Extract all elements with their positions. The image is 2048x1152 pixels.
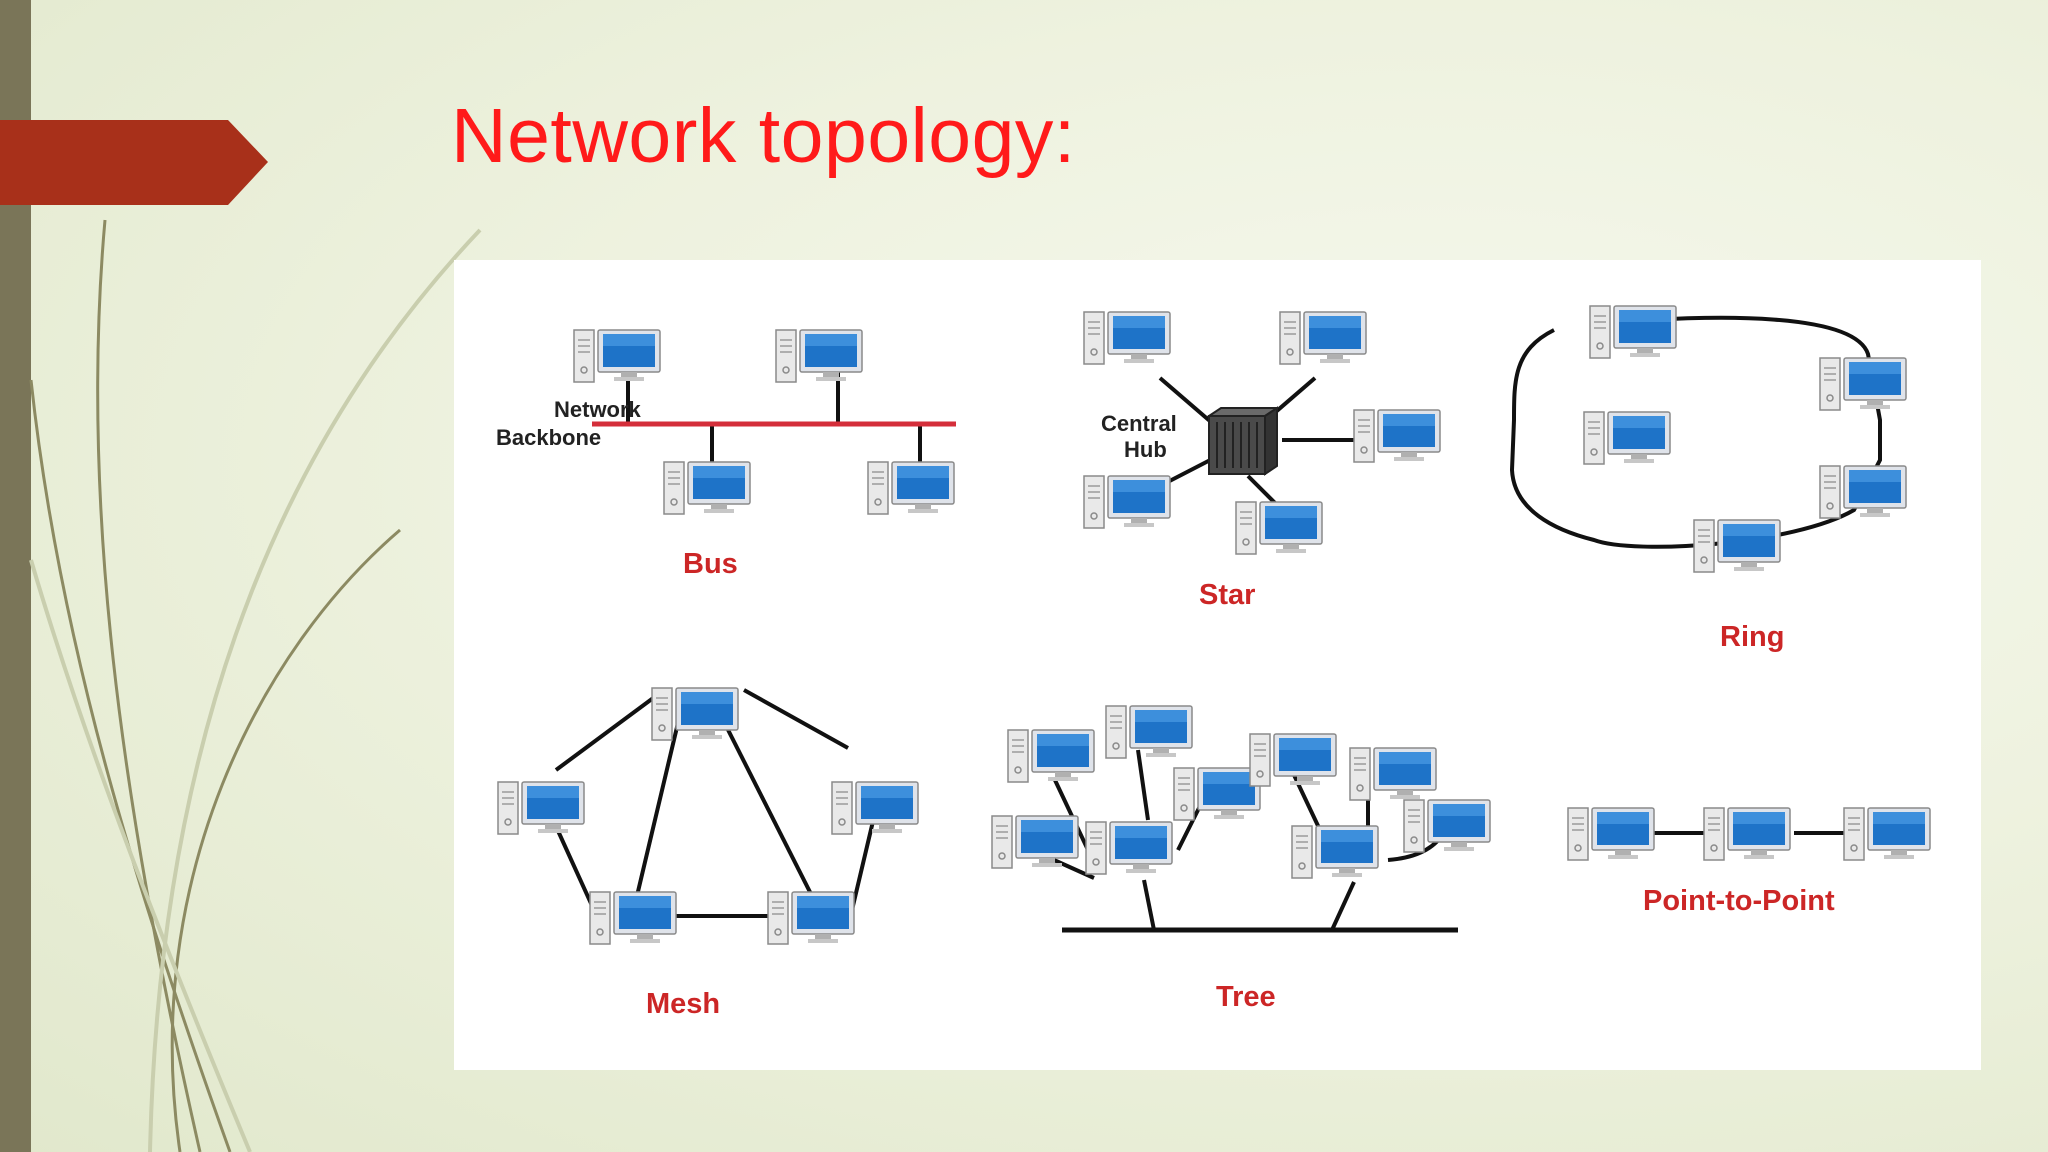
computer-icon (1279, 311, 1367, 365)
computer-icon (1693, 519, 1781, 573)
bus-backbone-label-line2: Backbone (496, 425, 601, 450)
topology-diagram-svg: Network Backbone Bus Centra (496, 305, 1931, 1020)
computer-icon (1703, 807, 1791, 861)
tree-label: Tree (1216, 981, 1276, 1013)
point-to-point-topology: Point-to-Point (1567, 807, 1931, 917)
mesh-topology: Mesh (497, 687, 919, 1020)
computer-icon (1583, 411, 1671, 465)
computer-icon (767, 891, 855, 945)
star-hub-label-line2: Hub (1124, 437, 1167, 462)
computer-icon (1235, 501, 1323, 555)
computer-icon (651, 687, 739, 741)
computer-icon (1105, 705, 1193, 759)
computer-icon (1819, 357, 1907, 411)
computer-icon (589, 891, 677, 945)
ring-topology: Ring (1509, 305, 1907, 653)
topology-diagram: Network Backbone Bus Centra (454, 260, 1981, 1070)
computer-icon (1291, 825, 1379, 879)
computer-icon (663, 461, 751, 515)
computer-icon (775, 329, 863, 383)
computer-icon (1007, 729, 1095, 783)
bus-label: Bus (683, 548, 738, 580)
computer-icon (1173, 767, 1261, 821)
ring-label: Ring (1720, 621, 1784, 653)
computer-icon (1567, 807, 1655, 861)
title-accent-arrow (0, 120, 268, 205)
star-label: Star (1199, 579, 1255, 611)
computer-icon (1819, 465, 1907, 519)
computer-icon (1085, 821, 1173, 875)
computer-icon (1083, 475, 1171, 529)
computer-icon (1083, 311, 1171, 365)
ring-connection-loop (1509, 315, 1882, 549)
decorative-curves (29, 219, 482, 1152)
computer-icon (1843, 807, 1931, 861)
bus-backbone-label-line1: Network (554, 397, 642, 422)
computer-icon (991, 815, 1079, 869)
slide-title: Network topology: (451, 93, 1076, 179)
tree-topology: Tree (991, 705, 1491, 1013)
computer-icon (1589, 305, 1677, 359)
computer-icon (1249, 733, 1337, 787)
computer-icon (1349, 747, 1437, 801)
computer-icon (497, 781, 585, 835)
star-topology: Central Hub Star (1083, 311, 1441, 611)
computer-icon (1403, 799, 1491, 853)
point-to-point-label: Point-to-Point (1643, 885, 1835, 917)
mesh-label: Mesh (646, 988, 720, 1020)
computer-icon (867, 461, 955, 515)
computer-icon (573, 329, 661, 383)
computer-icon (1353, 409, 1441, 463)
computer-icon (831, 781, 919, 835)
star-hub-label-line1: Central (1101, 411, 1177, 436)
hub-icon (1208, 407, 1278, 475)
bus-topology: Network Backbone Bus (496, 329, 956, 580)
